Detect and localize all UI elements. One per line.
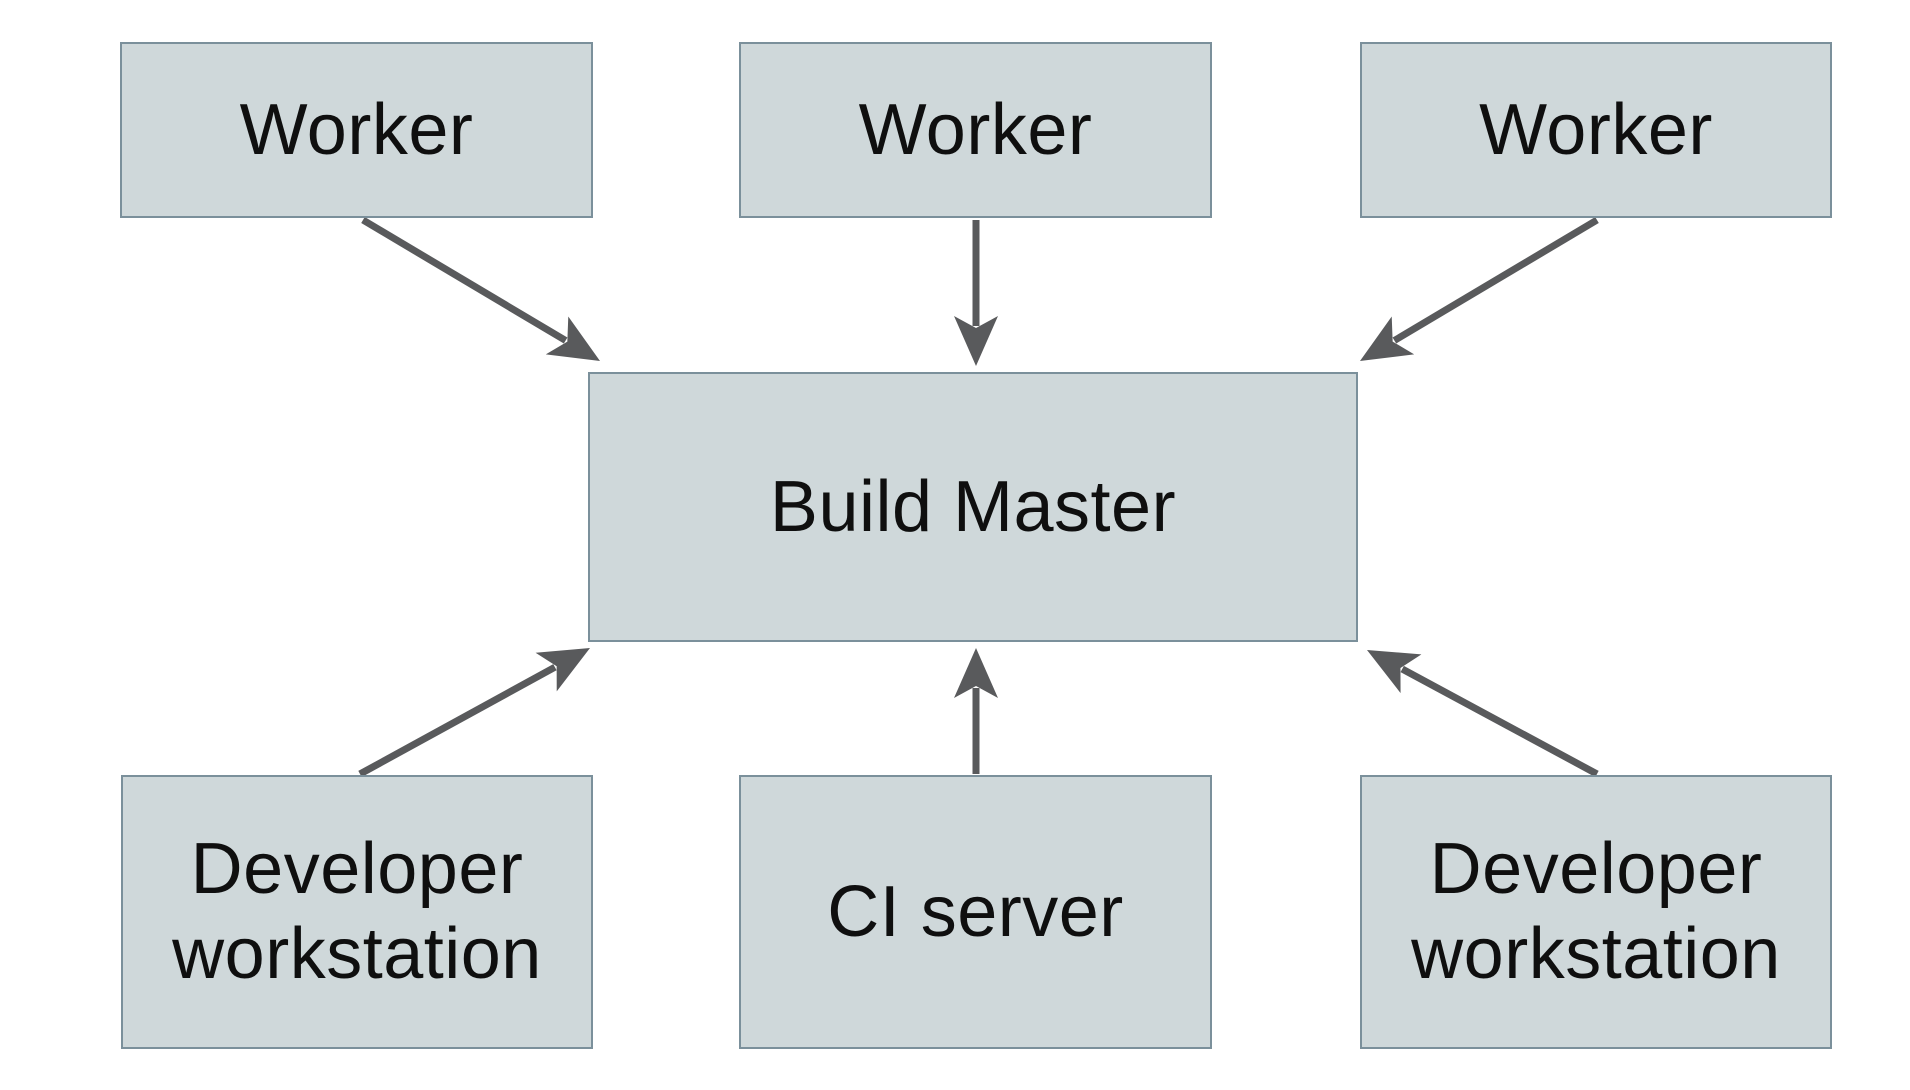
node-label-ci-server: CI server [827, 871, 1124, 952]
node-label-developer-workstation-left: Developer workstation [172, 829, 542, 994]
node-worker-3: Worker [1360, 42, 1832, 218]
arrow-developer-workstation-right-to-build-master [1366, 649, 1599, 778]
arrow-worker-1-to-build-master [361, 216, 600, 362]
node-label-worker-3: Worker [1479, 89, 1713, 170]
node-build-master: Build Master [588, 372, 1358, 642]
node-label-worker-1: Worker [239, 89, 474, 170]
node-developer-workstation-right: Developer workstation [1360, 775, 1832, 1049]
node-label-worker-2: Worker [858, 89, 1093, 170]
node-label-build-master: Build Master [769, 466, 1177, 547]
node-developer-workstation-left: Developer workstation [121, 775, 593, 1049]
node-worker-2: Worker [739, 42, 1212, 218]
arrow-worker-3-to-build-master [1359, 216, 1599, 362]
node-label-developer-workstation-right: Developer workstation [1411, 829, 1781, 994]
node-ci-server: CI server [739, 775, 1212, 1049]
arrow-developer-workstation-left-to-build-master [358, 648, 590, 778]
node-worker-1: Worker [120, 42, 593, 218]
